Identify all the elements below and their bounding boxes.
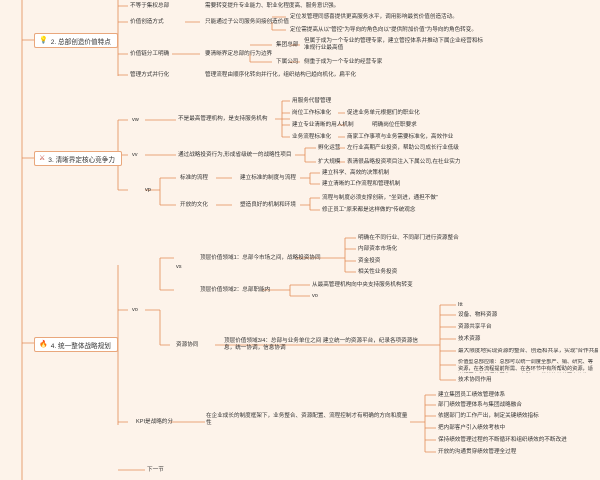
- node-text: 最大限度地实现资源的整合、创造和共享，实现"合作共赢": [458, 348, 598, 354]
- node-text: 商家工作事项与业务需要标准化，高效作业: [347, 134, 454, 140]
- node-text: 业务流程标准化: [292, 134, 332, 140]
- node-text: 顶层价值领域2：总部职能内: [200, 287, 271, 293]
- fire-icon: 🔥: [39, 341, 48, 348]
- node-text: 资源共享平台: [458, 324, 492, 330]
- node-text: 只能通过子公司服务间接创造价值: [205, 19, 289, 25]
- topic-label: 2. 总部创造价值特点: [50, 38, 111, 46]
- node-title: 资源协同: [176, 342, 199, 348]
- node-title: 集团总部: [276, 42, 299, 48]
- node-text: 建立集团员工绩效管理体系: [438, 392, 506, 398]
- node-text: 设备、物料资源: [458, 312, 498, 318]
- branch-label: vv: [132, 152, 138, 158]
- node-text: 孵化运营: [318, 145, 341, 151]
- node-text: 需要转变提升专业能力、职业化程度高、服务意识强。: [205, 3, 340, 9]
- node-text: 顶层价值领域3/4：总部与业务单位之间 建立统一的资源平台，纪录各项资源信息，统…: [224, 338, 418, 351]
- lightbulb-icon: 💡: [39, 37, 48, 44]
- node-title: 价值创造方式: [130, 19, 164, 25]
- node-text: 开放的文化: [180, 202, 208, 208]
- topic-label: 4. 统一整体战略规划: [50, 342, 111, 350]
- node-text: 管理流程由顺序化转向并行化，组织结构已趋向机化，扁平化: [205, 72, 357, 78]
- node-text: 下一节: [147, 467, 164, 473]
- node-text: 顶层价值领域1：总部今市场之间，战略投资协同: [200, 255, 321, 261]
- node-text: 明确在不同行业、不同部门进行资源整合: [358, 235, 459, 241]
- topic-node-2[interactable]: 💡 2. 总部创造价值特点: [34, 33, 118, 48]
- node-text: 内部资本市场化: [358, 246, 398, 252]
- node-text: 建立专业清晰的用人机制: [292, 122, 354, 128]
- node-text: 塑造良好的机制和环境: [240, 202, 296, 208]
- branch-label: vw: [132, 117, 139, 123]
- node-title: 价值链分工明确: [130, 51, 170, 57]
- node-text: 修正员工"原来都是这样做的"传统观念: [322, 207, 416, 213]
- node-text: 要清晰界定总部的行为边界: [205, 51, 273, 57]
- node-text: 依据部门的工作产出，制定关键绩效指标: [438, 413, 539, 419]
- node-text: 岗位工作标准化: [292, 110, 332, 116]
- topic-node-3[interactable]: ⚔ 3. 清晰界定核心竞争力: [34, 151, 122, 166]
- node-text: 流程与制度必须支撑创新，"坐到进，通担不做": [322, 195, 438, 201]
- node-text: 资金投资: [358, 258, 381, 264]
- node-text: 促进业务单元根据们的职业化: [347, 110, 420, 116]
- node-text: 不是最高管理机构，是支持服务机构: [178, 116, 268, 122]
- node-text: 在企业成长的制度框架下，业务整合、资源配置、流程控制才有明确的方向和度量性: [206, 413, 408, 426]
- node-text: 部门绩效管理体系与集团战略融合: [438, 402, 522, 408]
- node-text: 通过战略投资行为,形成省级统一的战略性项目: [178, 152, 292, 158]
- node-text: 技术资源: [458, 336, 481, 342]
- node-text: 标准的流程: [180, 175, 208, 181]
- node-text: 相关性业务投资: [358, 269, 398, 275]
- branch-label: vo: [132, 307, 138, 313]
- node-text: 建立标准的制度与流程: [240, 175, 296, 181]
- node-text: 从最高管理机构向中央支持服务机构转变: [312, 282, 413, 288]
- topic-node-4[interactable]: 🔥 4. 统一整体战略规划: [34, 337, 118, 352]
- node-text: 左行业高期产业投资，帮助公司成长行业低级: [347, 145, 459, 151]
- node-title: KPI是战略的分: [136, 419, 173, 425]
- node-text: 技术协同作用: [458, 377, 492, 383]
- node-title: 下属公司: [276, 59, 299, 65]
- node-text: 定位发管理同感喜提供更高服务水平，调用影响最贫价值创造活动。: [290, 14, 458, 20]
- node-title: 管理方式并行化: [130, 72, 170, 78]
- node-text: vo: [312, 293, 318, 299]
- node-text: 但属于成为一个专业的管理专家，建立管控体系并推动下属企业经营和标准规行业最高值: [304, 38, 484, 51]
- node-text: 建立科学、高效的决策机制: [322, 170, 390, 176]
- node-text: 把内部客户引入绩效考核中: [438, 425, 506, 431]
- node-text: 开放的沟通贯穿绩效管理全过程: [438, 449, 517, 455]
- node-text: 定位需提高从以"管控"为导向的角色向以"提供附加价值"为导向的角色转变。: [290, 27, 477, 33]
- node-text: 价值型总部应顺：总部可以统一调度全部产、销、研究、等资源，在各流程提前所需、在各…: [458, 359, 593, 372]
- branch-label: vp: [145, 187, 151, 193]
- compass-icon: ⚔: [39, 155, 46, 162]
- branch-label: vs: [176, 264, 182, 270]
- node-text: Itt: [458, 302, 463, 308]
- node-title: 不等于集权总部: [130, 3, 170, 9]
- node-text: 侧重于成为一个专业的经营专家: [304, 59, 383, 65]
- node-text: 保持绩效管理过程的不断循环和组织绩效的不断改进: [438, 437, 567, 443]
- node-text: 建立清晰的工作流程和管理机制: [322, 181, 401, 187]
- node-text: 明确岗位任职要求: [372, 122, 417, 128]
- node-text: 表清很品略投资项目注入下属公司,在社业实力: [347, 159, 461, 165]
- topic-label: 3. 清晰界定核心竞争力: [48, 156, 115, 164]
- node-text: 扩大规模: [318, 159, 341, 165]
- node-text: 用服务代替管理: [292, 98, 332, 104]
